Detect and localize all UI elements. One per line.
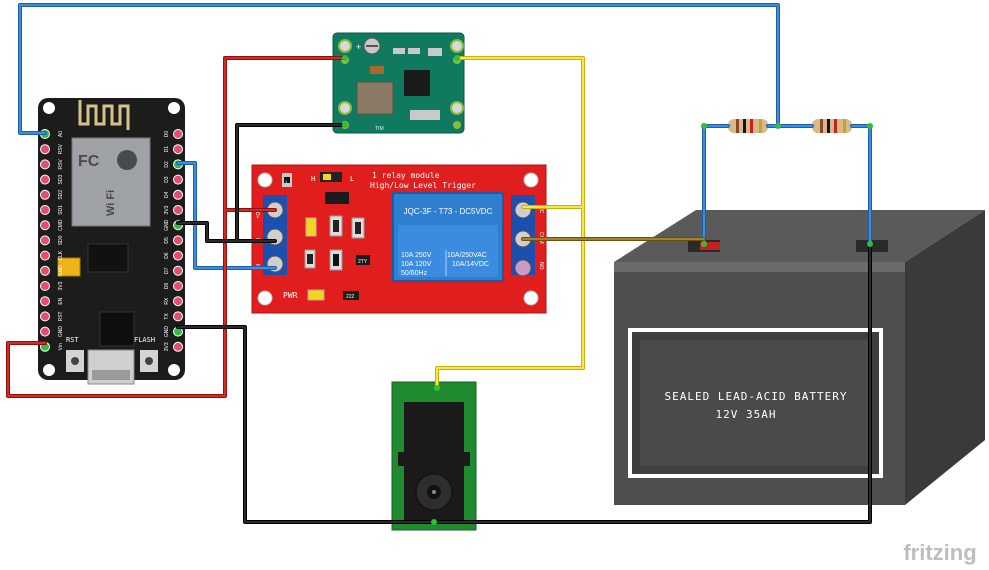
header-pin-label: TX [164,313,170,320]
header-pin-label: D4 [164,191,170,198]
header-pin-label: EN [58,297,64,304]
header-pin [173,174,183,185]
header-pin-label: RSV [58,143,64,154]
battery-rating: 12V 35AH [716,408,777,421]
battery: SEALED LEAD-ACID BATTERY 12V 35AH [614,210,985,505]
header-pin-label: 3V3 [58,281,64,290]
svg-text:10A/250VAC: 10A/250VAC [447,252,487,259]
espressif-icon [117,150,137,170]
header-pin-label: D7 [164,267,170,274]
header-pin [40,311,50,322]
header-pin-label: D1 [164,146,170,153]
svg-text:10A/14VDC: 10A/14VDC [452,261,489,268]
header-pin-label: D6 [164,252,170,259]
header-pin-label: Vin [58,343,64,350]
svg-text:FC: FC [78,153,100,170]
header-pin [173,281,183,291]
header-pin [40,296,50,307]
header-pin-label: D5 [164,237,170,244]
svg-text:1: 1 [285,179,288,184]
svg-text:10A 250V: 10A 250V [401,252,432,259]
header-pin [40,220,50,231]
header-pin [40,144,50,155]
header-pin-label: A0 [58,131,64,137]
header-pin-label: 3V3 [164,205,170,214]
dc-barrel-jack [391,381,477,531]
svg-text:NO: NO [538,262,544,270]
header-pin [173,265,183,276]
header-pin [173,341,183,352]
header-pin-label: GND [164,326,170,338]
header-pin-label: RX [164,297,170,305]
svg-text:TIM: TIM [375,126,384,132]
svg-text:FLASH: FLASH [134,336,155,344]
header-pin-label: SD2 [58,190,64,200]
svg-text:PWR: PWR [283,291,298,300]
header-pin-label: SD1 [58,205,64,215]
buck-converter: + TIM [332,32,465,134]
resistor-2 [812,119,852,133]
header-pin [173,129,183,139]
header-pin [40,205,50,215]
header-pin [173,144,183,155]
header-pin-label: D8 [164,283,170,290]
svg-text:H: H [311,175,315,183]
svg-text:2TY: 2TY [358,259,368,265]
svg-text:NC: NC [538,206,544,214]
header-pin [173,235,183,246]
relay-title: 1 relay module [372,171,440,180]
header-pin-label: SD0 [58,235,64,245]
svg-text:D+: D+ [254,212,260,219]
header-pin-label: D3 [164,176,170,183]
esp-shield [71,137,151,227]
header-pin [40,189,50,200]
header-pin-label: D0 [164,131,170,138]
svg-text:+: + [356,42,361,52]
header-pin-label: CLK [58,250,64,260]
header-pin [173,311,183,322]
svg-text:L: L [350,175,354,183]
header-pin [173,189,183,200]
header-pin [173,250,183,261]
header-pin [40,235,50,246]
header-pin [40,159,50,170]
header-pin [40,326,50,337]
relay-module: D+ D- IN NC COM NO 1 relay module High/L… [251,164,547,314]
wires [6,3,873,525]
header-pin [173,205,183,215]
svg-text:222: 222 [346,294,355,300]
header-pin [40,281,50,291]
header-pin [173,296,183,307]
svg-text:RST: RST [66,336,79,344]
header-pin-label: RST [58,311,64,321]
header-pin [40,265,50,276]
header-pin [40,174,50,185]
resistor-1 [728,119,768,133]
header-pin-label: SD3 [58,175,64,185]
svg-text:50/60Hz: 50/60Hz [401,270,428,277]
header-pin [40,250,50,261]
battery-title: SEALED LEAD-ACID BATTERY [665,390,848,403]
svg-text:10A 120V: 10A 120V [401,261,432,268]
header-pin-label: GND [58,326,64,338]
relay-subtitle: High/Low Level Trigger [370,181,476,190]
relay-model: JQC-3F - T73 - DC5VDC [404,207,493,216]
header-pin-label: RSV [58,159,64,170]
fritzing-watermark: fritzing [903,540,976,565]
svg-text:Wi Fi: Wi Fi [105,190,117,216]
header-pin-label: GND [164,219,170,231]
header-pin-label: GND [58,265,64,277]
header-pin-label: 3V3 [164,342,170,351]
header-pin-label: CMD [58,219,64,231]
header-pin-label: D2 [164,161,170,168]
